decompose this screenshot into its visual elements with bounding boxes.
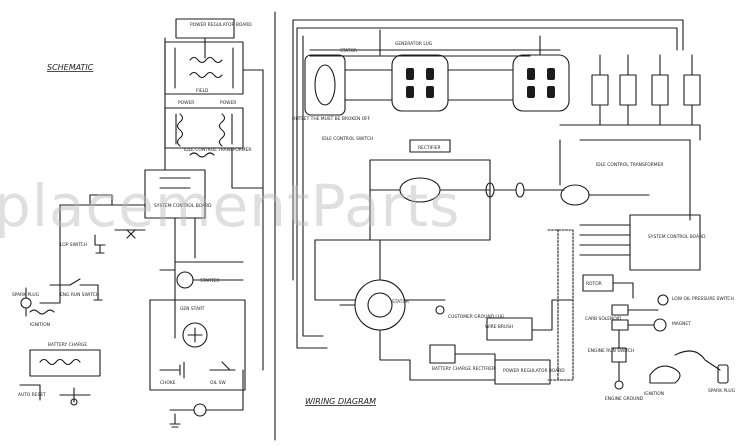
- carb-label: CARB SOLENOID: [585, 316, 622, 322]
- generator-lug-label: GENERATOR LUG: [395, 41, 433, 47]
- spark-plug-label: SPARK PLUG: [12, 292, 40, 298]
- fuse-2: [515, 182, 525, 198]
- ignition-label-wiring: IGNITION: [644, 391, 664, 397]
- field-label: FIELD: [196, 88, 209, 94]
- wire-brush-box: [486, 317, 533, 341]
- oil-switch: [209, 361, 236, 371]
- stator: STATOR: [354, 279, 409, 331]
- center-module: [369, 159, 491, 241]
- power-winding-2: [218, 113, 233, 147]
- oil-pressure-label: LOW OIL PRESSURE SWITCH: [672, 296, 734, 302]
- auto-reset-label: AUTO RESET: [18, 392, 46, 398]
- outlet-right: [512, 54, 570, 112]
- gen-start-label: GEN START: [180, 306, 205, 312]
- system-control-label: SYSTEM CONTROL BOARD: [154, 203, 212, 209]
- watermark: placementParts: [0, 172, 460, 240]
- connector-1: [611, 304, 629, 316]
- idle-transformer-label: IDLE CONTROL TRANSFORMER: [184, 147, 251, 153]
- left-harness: [296, 177, 328, 349]
- power-regulator-board-wiring: [494, 359, 551, 385]
- idle-transformer-coil: [189, 152, 215, 158]
- auto-reset-symbol: [70, 398, 78, 406]
- stator-label: STATOR: [392, 299, 409, 305]
- battery-rectifier-box: [429, 344, 456, 364]
- rotor-label: ROTOR: [586, 281, 602, 287]
- outlet-note: OUTLET THE MUST BE BROKEN OFF: [292, 116, 371, 122]
- spark-plug-symbol: [20, 297, 32, 309]
- rotor-symbol: [182, 322, 208, 348]
- oil-sw-label: OIL SW: [210, 380, 226, 386]
- wiring-title: WIRING DIAGRAM: [305, 397, 376, 406]
- oil-pressure-switch: [657, 294, 669, 306]
- choke-label: CHOKE: [160, 380, 176, 386]
- ground-sym-1: [94, 234, 106, 254]
- magnet-label: MAGNET: [672, 321, 691, 327]
- rectifier-top: [409, 139, 451, 153]
- battery-charge-label: BATTERY CHARGE: [48, 342, 87, 348]
- capacitor: [159, 361, 185, 379]
- power-winding-box: [164, 107, 244, 149]
- power-regulator-board: [175, 18, 235, 39]
- engine-run-label-wiring: ENGINE RUN SWITCH: [588, 348, 634, 354]
- field-box: [164, 41, 244, 95]
- ignition-coil: [29, 309, 55, 315]
- system-control-board-label: SYSTEM CONTROL BOARD: [648, 234, 706, 240]
- top-harness: [292, 19, 684, 281]
- engine-ground-label: ENGINE GROUND: [605, 396, 644, 402]
- schematic-title: SCHEMATIC: [47, 63, 94, 72]
- engine-run-label: ENG RUN SWITCH: [60, 292, 99, 298]
- power-winding-1: [175, 113, 184, 147]
- spark-plug-wiring: [717, 364, 729, 384]
- power-regulator-label-wiring: POWER REGULATOR BOARD: [503, 368, 565, 374]
- battery-charge-coil: [39, 358, 81, 366]
- rectifier-label: RECTIFIER: [418, 145, 441, 151]
- wiring-panel: OUTLET THE MUST BE BROKEN OFF IDLE CON: [292, 19, 736, 406]
- magnet-symbol: [653, 318, 667, 332]
- ground-circle: [193, 403, 207, 417]
- outlet-left: [391, 54, 449, 112]
- customer-ground-lug: [435, 305, 445, 315]
- schematic-bus: [59, 37, 264, 371]
- battery-charge-rectifier-label: BATTERY CHARGE RECTIFIER: [432, 366, 495, 372]
- auto-reset-wiring: [19, 384, 91, 403]
- idle-switch-module: [304, 54, 346, 116]
- power-label-1: POWER: [178, 100, 194, 106]
- field-coil: [189, 56, 223, 64]
- starter-motor: [176, 271, 194, 289]
- schematic-panel: SCHEMATIC POWER REGULATOR BOARD FIELD PO…: [12, 18, 264, 428]
- spark-plug-label-wiring: SPARK PLUG: [708, 388, 736, 394]
- power-label-2: POWER: [220, 100, 236, 106]
- customer-ground-label: CUSTOMER GROUND LUG: [448, 314, 505, 320]
- starter-label: STARTER: [200, 278, 219, 284]
- system-control-board-wiring: [629, 214, 701, 271]
- switch-x: [126, 229, 136, 239]
- power-regulator-label: POWER REGULATOR BOARD: [190, 22, 252, 28]
- stator-top-label: STATOR: [340, 48, 357, 54]
- idle-control-transformer: [560, 184, 590, 206]
- dashed-harness: [547, 229, 574, 381]
- wire-brush-label: WIRE BRUSH: [485, 324, 513, 330]
- control-box-lower: [149, 299, 246, 391]
- breakers: [559, 54, 701, 141]
- idle-control-switch-label: IDLE CONTROL SWITCH: [322, 136, 373, 142]
- idle-transformer-label: IDLE CONTROL TRANSFORMER: [596, 162, 663, 168]
- ignition-coil-wiring: [649, 365, 681, 384]
- battery-charge-box: [29, 349, 101, 377]
- lop-label: LOP SWITCH: [60, 242, 87, 248]
- engine-ground-symbol: [614, 380, 624, 390]
- ignition-label: IGNITION: [30, 322, 50, 328]
- ground-sym-2: [169, 413, 181, 428]
